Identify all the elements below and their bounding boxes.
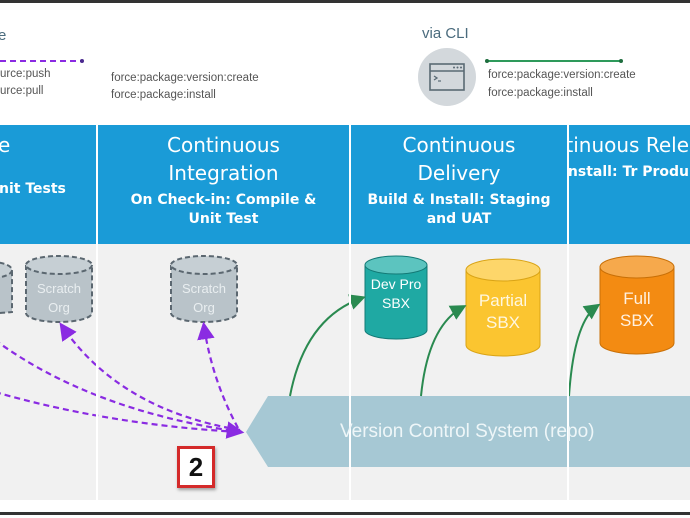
column-header-continuous-release: Continuous Rele Install: Tr Produ	[569, 125, 690, 244]
scratch-org-2	[170, 255, 238, 323]
full-sandbox-label: Full SBX	[619, 289, 655, 330]
column-subtitle: On Check-in: Compile & Unit Test	[130, 192, 317, 227]
bottom-border	[0, 512, 690, 515]
column-title: Continuous Delivery	[402, 133, 516, 185]
version-control-label: Version Control System (repo)	[340, 421, 595, 442]
terminal-window-icon	[429, 63, 465, 91]
legend-middle-command-install: force:package:install	[111, 89, 216, 101]
column-subtitle: Install: Tr Produ	[569, 164, 689, 180]
partial-sandbox-label: Partial SBX	[478, 291, 528, 332]
legend-green-line-end	[619, 59, 623, 63]
cli-icon-circle	[418, 48, 476, 106]
column-separator	[567, 125, 569, 500]
column-subtitle: nit Tests	[0, 181, 66, 197]
arrow-pull-to-scratch-org-1	[59, 322, 241, 432]
dev-pro-sandbox	[364, 255, 428, 340]
column-separator	[96, 125, 98, 500]
arrow-push-from-left-2	[0, 392, 241, 434]
version-control-banner	[246, 396, 690, 467]
scratch-org-1-label: Scratch Org	[36, 281, 82, 315]
arrow-install-full	[568, 303, 601, 397]
legend-cli-command-create: force:package:version:create	[488, 69, 636, 81]
column-header-continuous-integration: Continuous Integration On Check-in: Comp…	[98, 125, 349, 244]
column-title: e	[0, 133, 11, 157]
column-separator	[349, 125, 351, 500]
legend-cli-title: via CLI	[422, 25, 469, 42]
arrow-push-from-left-1	[0, 342, 245, 439]
arrow-install-partial	[420, 305, 467, 397]
arrow-pull-to-scratch-org-2	[197, 321, 239, 429]
dev-pro-sandbox-label: Dev Pro SBX	[370, 276, 422, 311]
scratch-org-2-label: Scratch Org	[181, 281, 227, 315]
legend-left-title: e	[0, 27, 7, 44]
scratch-org-partial	[0, 261, 13, 314]
partial-sandbox	[465, 258, 541, 357]
legend-cli-command-install: force:package:install	[488, 87, 593, 99]
legend-left-command-push: urce:push	[0, 68, 51, 80]
column-subtitle: Build & Install: Staging and UAT	[367, 192, 551, 227]
top-border	[0, 0, 690, 3]
legend-green-line-start	[485, 59, 489, 63]
scratch-org-1	[25, 255, 93, 323]
legend-purple-line-end	[80, 59, 84, 63]
legend-middle-command-create: force:package:version:create	[111, 72, 259, 84]
column-title: Continuous Rele	[569, 133, 689, 157]
legend-left-command-pull: urce:pull	[0, 85, 44, 97]
full-sandbox	[599, 255, 675, 355]
arrow-install-dev-pro	[289, 294, 366, 397]
column-header-continuous-delivery: Continuous Delivery Build & Install: Sta…	[351, 125, 567, 244]
column-header-develop: e nit Tests	[0, 125, 96, 244]
step-number-badge: 2	[177, 446, 215, 488]
column-title: Continuous Integration	[167, 133, 280, 185]
